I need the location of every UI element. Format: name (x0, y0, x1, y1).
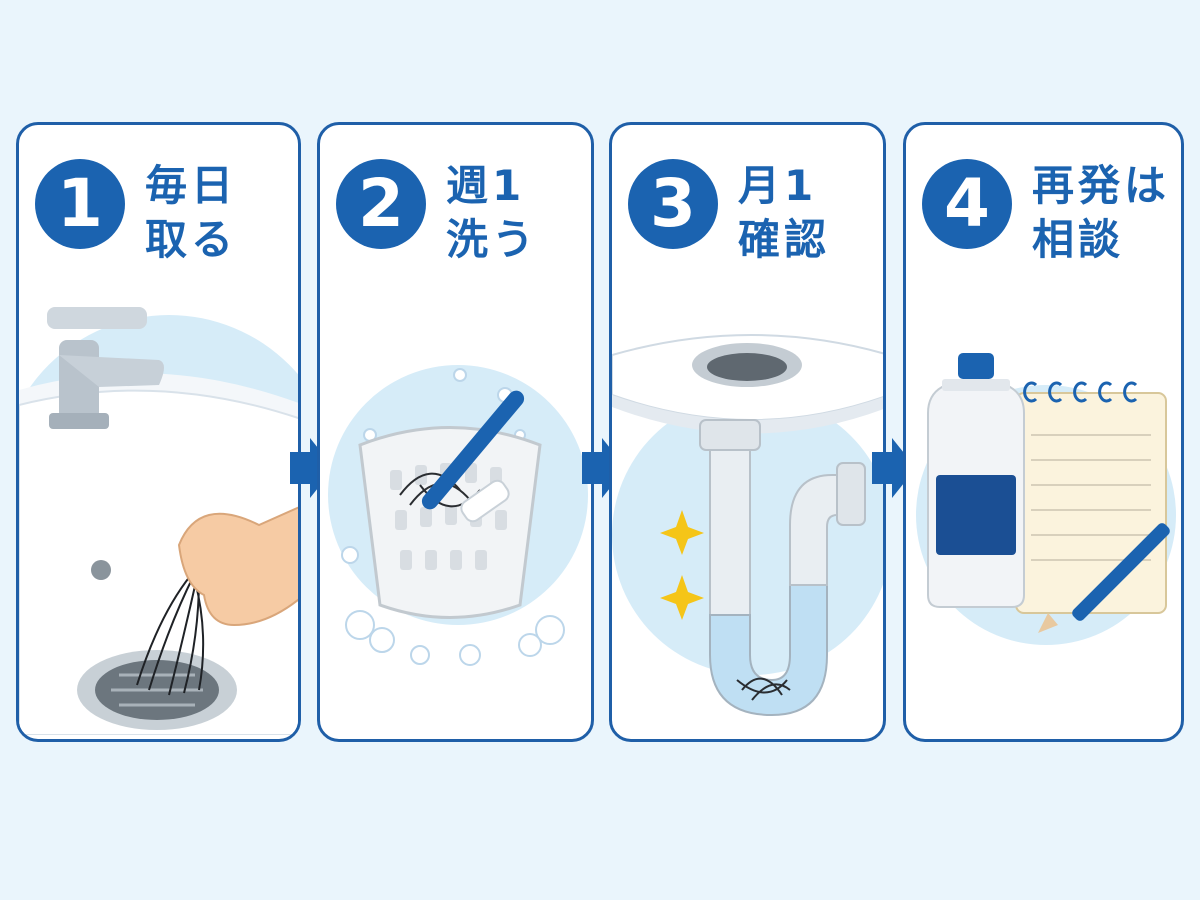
step-number-badge: 3 (628, 159, 718, 249)
arrow-right-icon (872, 438, 916, 498)
arrow-right-icon (582, 438, 626, 498)
step-title-line-2: 相談 (1032, 215, 1125, 264)
step-card-3: 3 月1 確認 (609, 122, 886, 742)
step-title-line-1: 月1 (738, 161, 818, 210)
step-number: 1 (57, 165, 103, 242)
step-title-line-2: 確認 (738, 215, 831, 264)
step-card-2: 2 週1 洗う (317, 122, 594, 742)
step-title-line-2: 洗う (446, 215, 539, 264)
step-title: 再発は 相談 (1032, 159, 1170, 267)
step-number: 4 (944, 165, 990, 242)
step-number: 3 (650, 165, 696, 242)
step-title: 週1 洗う (446, 159, 538, 267)
step-title-line-2: 取る (145, 215, 238, 264)
step-number-badge: 2 (336, 159, 426, 249)
bottle-notepad-icon (916, 353, 1176, 645)
step-title: 月1 確認 (738, 159, 830, 267)
sparkle-icon (660, 510, 704, 555)
step-number: 2 (358, 165, 404, 242)
basket-brush-icon (328, 365, 588, 666)
step-card-4: 4 再発は 相談 (903, 122, 1184, 742)
step-title: 毎日 取る (145, 159, 237, 267)
step-card-1: 1 毎日 取る (16, 122, 301, 742)
step-number-badge: 4 (922, 159, 1012, 249)
step-number-badge: 1 (35, 159, 125, 249)
sink-hair-icon (19, 307, 298, 735)
step-title-line-1: 毎日 (145, 161, 238, 210)
sparkle-icon (660, 575, 704, 620)
step-title-line-1: 再発は (1032, 161, 1171, 210)
step-title-line-1: 週1 (446, 161, 526, 210)
arrow-right-icon (290, 438, 334, 498)
drain-pipe-icon (612, 334, 883, 717)
